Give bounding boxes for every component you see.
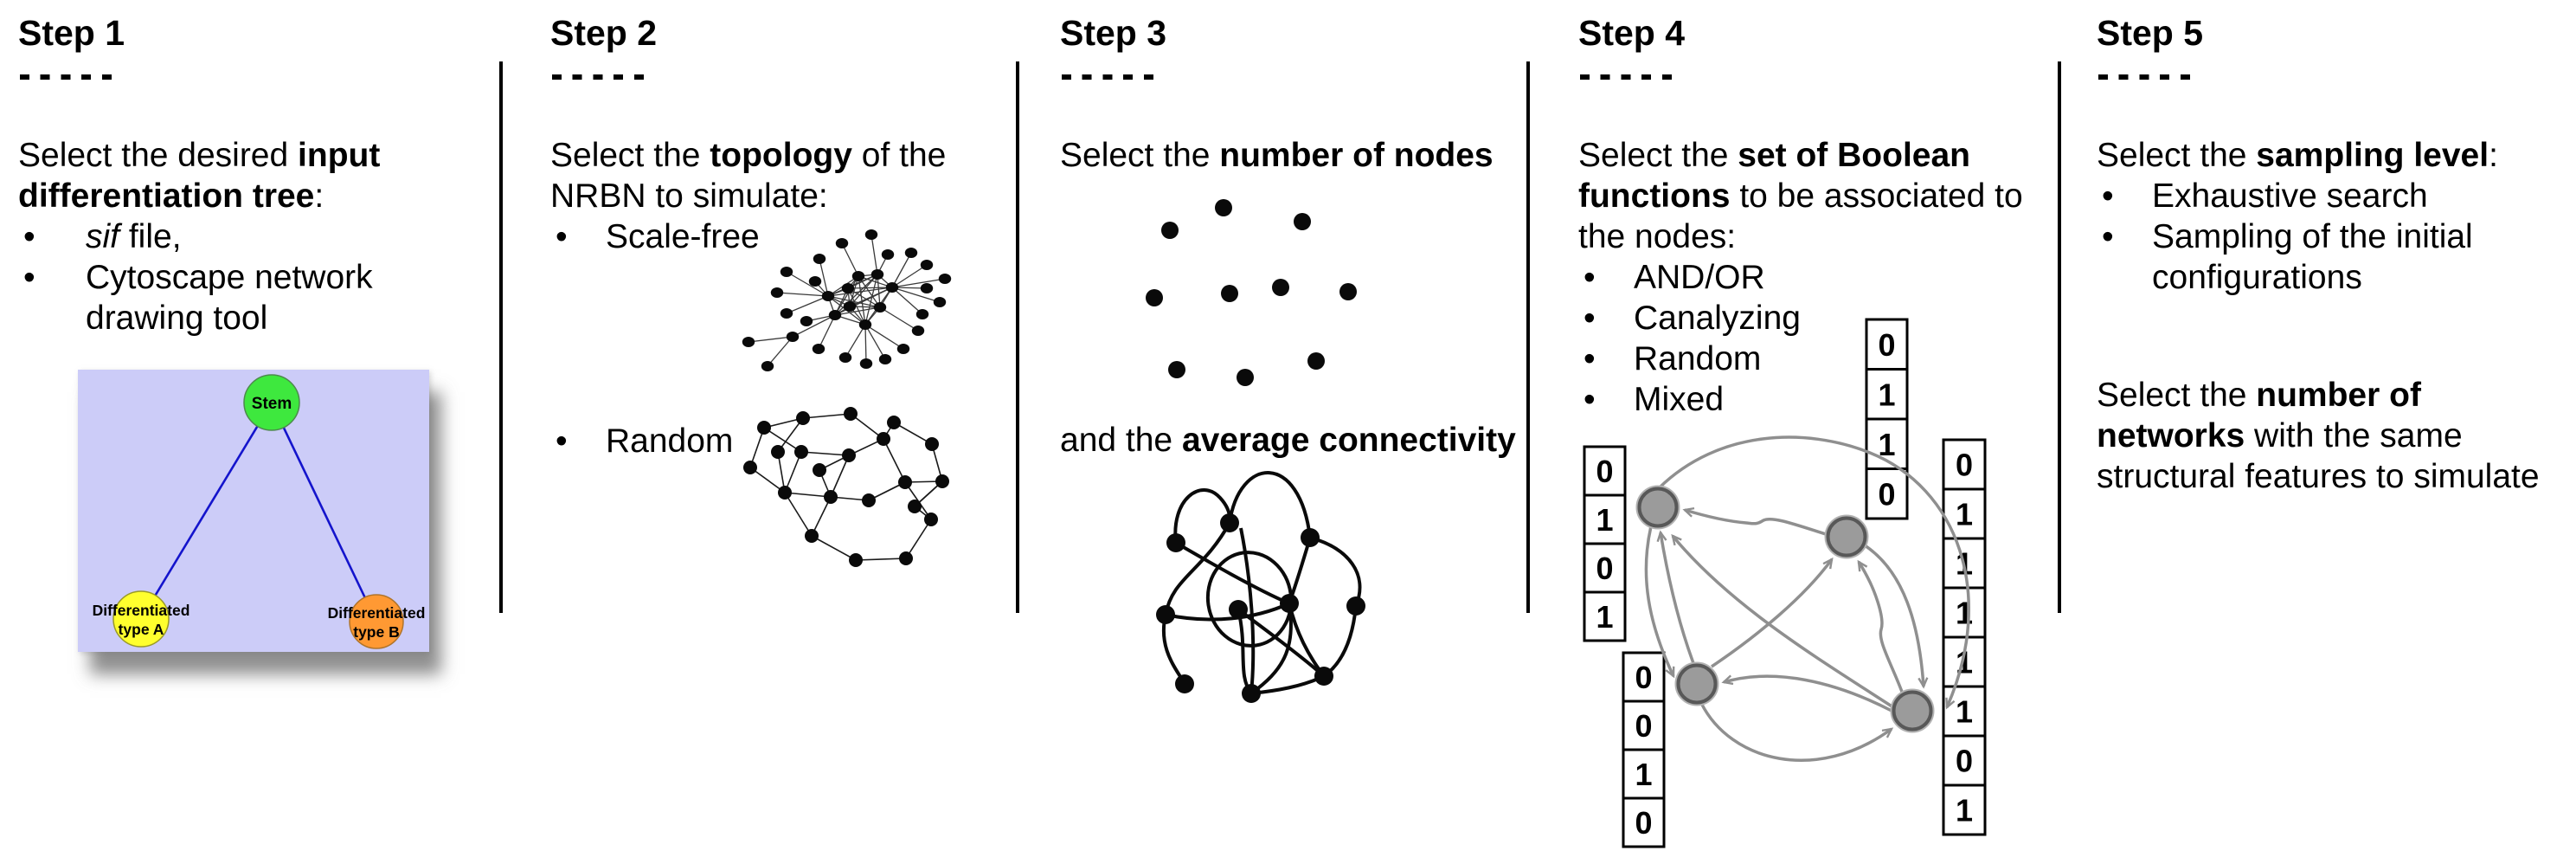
svg-text:1: 1 xyxy=(1956,694,1973,730)
svg-text:0: 0 xyxy=(1956,448,1973,483)
svg-text:0: 0 xyxy=(1635,660,1652,695)
svg-text:0: 0 xyxy=(1878,327,1895,363)
svg-text:1: 1 xyxy=(1635,757,1652,792)
svg-text:1: 1 xyxy=(1878,427,1895,462)
svg-text:1: 1 xyxy=(1956,793,1973,828)
svg-text:Stem: Stem xyxy=(252,395,292,413)
svg-text:0: 0 xyxy=(1635,805,1652,841)
svg-text:1: 1 xyxy=(1956,497,1973,532)
svg-text:Differentiated: Differentiated xyxy=(93,602,190,619)
svg-text:0: 0 xyxy=(1596,454,1613,489)
svg-text:1: 1 xyxy=(1596,502,1613,538)
svg-text:1: 1 xyxy=(1596,599,1613,635)
svg-text:Differentiated: Differentiated xyxy=(328,604,426,622)
svg-text:1: 1 xyxy=(1878,377,1895,412)
svg-text:0: 0 xyxy=(1956,744,1973,779)
svg-text:type B: type B xyxy=(353,623,399,641)
svg-text:0: 0 xyxy=(1878,476,1895,512)
svg-text:0: 0 xyxy=(1596,551,1613,586)
svg-text:type A: type A xyxy=(119,621,164,638)
svg-text:1: 1 xyxy=(1956,596,1973,631)
svg-text:0: 0 xyxy=(1635,708,1652,744)
